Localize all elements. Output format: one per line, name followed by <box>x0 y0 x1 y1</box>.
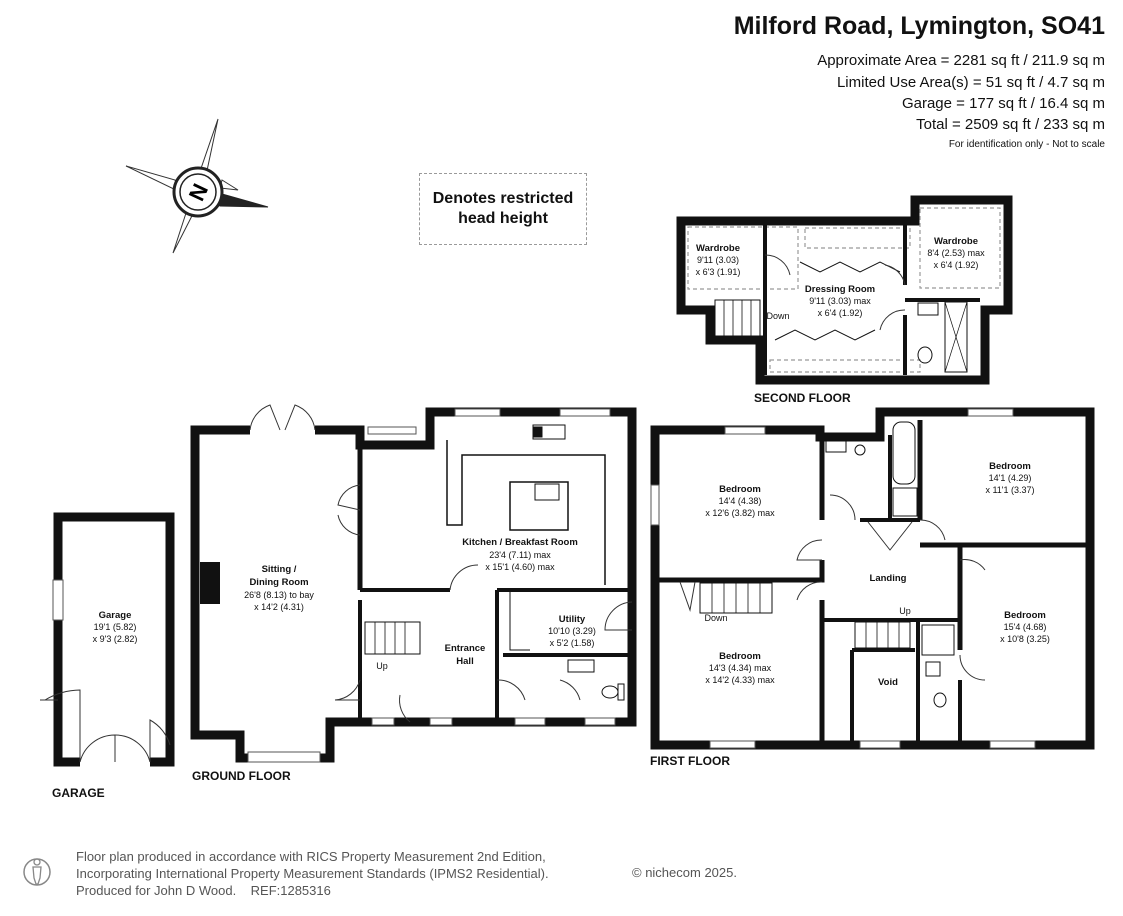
first-stairs-up-label: Up <box>899 606 911 616</box>
wardrobe-1-dim2: x 6'3 (1.91) <box>696 267 741 277</box>
first-stairs-down-label: Down <box>704 613 727 623</box>
footer-line-3: Produced for John D Wood. REF:1285316 <box>76 883 331 898</box>
garage-plan <box>40 512 175 767</box>
utility-room-dim2: x 5'2 (1.58) <box>550 638 595 648</box>
ground-floor-label: GROUND FLOOR <box>192 769 291 783</box>
bedroom-2-dim2: x 11'1 (3.37) <box>985 485 1034 495</box>
sitting-room-dim2: x 14'2 (4.31) <box>254 602 304 612</box>
bedroom-3-name: Bedroom <box>719 651 761 662</box>
legend-line-2: head height <box>458 210 548 227</box>
garage-floor-label: GARAGE <box>52 786 105 800</box>
wardrobe-2-dim1: 8'4 (2.53) max <box>927 248 985 258</box>
total-area: Total = 2509 sq ft / 233 sq m <box>916 116 1105 133</box>
garage-room-dim1: 19'1 (5.82) <box>94 622 137 632</box>
sitting-room-name-1: Sitting / <box>262 564 297 575</box>
footer-line-2: Incorporating International Property Mea… <box>76 866 549 881</box>
second-floor-label: SECOND FLOOR <box>754 391 851 405</box>
person-icon <box>23 858 51 886</box>
compass-icon: N <box>125 118 269 254</box>
kitchen-room-name: Kitchen / Breakfast Room <box>462 537 578 548</box>
legend-line-1: Denotes restricted <box>432 190 574 207</box>
utility-room-dim1: 10'10 (3.29) <box>548 626 596 636</box>
sitting-room-name-2: Dining Room <box>249 577 308 588</box>
dressing-room-name: Dressing Room <box>805 284 875 295</box>
bedroom-2-name: Bedroom <box>989 461 1031 472</box>
bedroom-1-dim2: x 12'6 (3.82) max <box>705 508 775 518</box>
first-floor-plan <box>650 407 1095 750</box>
limited-use-area: Limited Use Area(s) = 51 sq ft / 4.7 sq … <box>836 74 1105 91</box>
property-title: Milford Road, Lymington, SO41 <box>733 12 1105 40</box>
entrance-hall-name-2: Hall <box>456 656 473 667</box>
second-floor-plan <box>676 195 1013 385</box>
bedroom-3-dim1: 14'3 (4.34) max <box>709 663 772 673</box>
wardrobe-2-dim2: x 6'4 (1.92) <box>934 260 979 270</box>
wardrobe-1-name: Wardrobe <box>696 243 740 254</box>
ground-floor-plan <box>190 404 637 763</box>
kitchen-room-dim1: 23'4 (7.11) max <box>489 550 551 560</box>
ground-stairs-up-label: Up <box>376 661 388 671</box>
bedroom-4-name: Bedroom <box>1004 610 1046 621</box>
utility-room-name: Utility <box>559 614 586 625</box>
sitting-room-dim1: 26'8 (8.13) to bay <box>244 590 314 600</box>
kitchen-room-dim2: x 15'1 (4.60) max <box>485 562 555 572</box>
garage-area: Garage = 177 sq ft / 16.4 sq m <box>901 95 1105 112</box>
wardrobe-2-name: Wardrobe <box>934 236 978 247</box>
first-floor-label: FIRST FLOOR <box>650 754 730 768</box>
garage-room-name: Garage <box>99 610 132 621</box>
wardrobe-1-dim1: 9'11 (3.03) <box>697 255 739 265</box>
footer-line-1: Floor plan produced in accordance with R… <box>76 849 546 864</box>
garage-room-dim2: x 9'3 (2.82) <box>93 634 138 644</box>
footer-disclaimer: Floor plan produced in accordance with R… <box>76 848 549 899</box>
bedroom-1-dim1: 14'4 (4.38) <box>719 496 762 506</box>
bedroom-1-name: Bedroom <box>719 484 761 495</box>
bedroom-3-dim2: x 14'2 (4.33) max <box>705 675 775 685</box>
bedroom-4-dim1: 15'4 (4.68) <box>1004 622 1047 632</box>
landing-name: Landing <box>870 573 907 584</box>
footer-brand: © nichecom 2025. <box>632 865 737 880</box>
void-name: Void <box>878 677 898 688</box>
bedroom-2-dim1: 14'1 (4.29) <box>989 473 1032 483</box>
second-stairs-down-label: Down <box>766 311 789 321</box>
scale-note: For identification only - Not to scale <box>948 139 1105 150</box>
approximate-area: Approximate Area = 2281 sq ft / 211.9 sq… <box>817 52 1105 69</box>
bedroom-4-dim2: x 10'8 (3.25) <box>1000 634 1050 644</box>
entrance-hall-name-1: Entrance <box>445 643 486 654</box>
restricted-height-legend: Denotes restricted head height <box>419 173 587 245</box>
dressing-room-dim1: 9'11 (3.03) max <box>809 296 871 306</box>
dressing-room-dim2: x 6'4 (1.92) <box>818 308 863 318</box>
